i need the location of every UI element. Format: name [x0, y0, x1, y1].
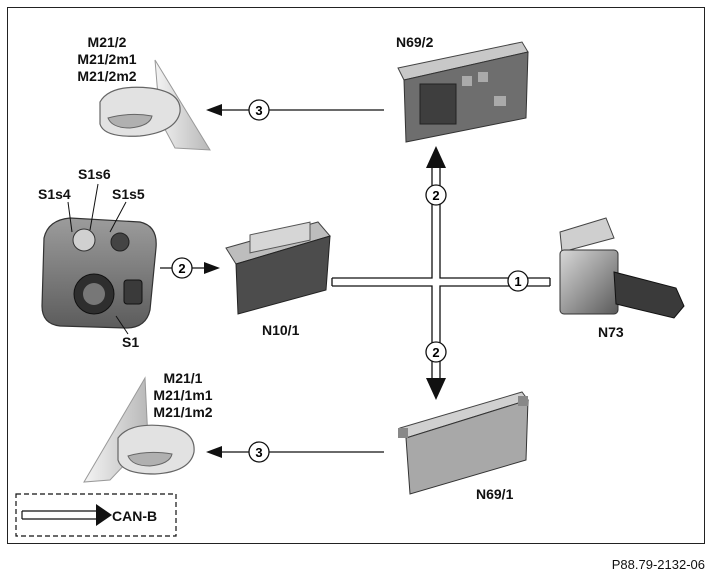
- switch-panel-illustration: [41, 217, 157, 329]
- svg-text:3: 3: [255, 445, 262, 460]
- arrowhead-left-upper: [206, 104, 222, 116]
- connection-marker-ignition: 1: [507, 270, 529, 292]
- mirror-upper-label-1: M21/2: [87, 34, 127, 50]
- door-module-lower-illustration: [398, 391, 529, 495]
- mirror-upper-label-2: M21/2m1: [77, 51, 137, 67]
- svg-text:2: 2: [178, 261, 185, 276]
- connection-marker-mirror-lower: 3: [248, 441, 270, 463]
- mirror-lower-illustration: [83, 376, 195, 483]
- control-module-label: N10/1: [262, 322, 300, 338]
- mirror-lower-labels: M21/1 M21/1m1 M21/1m2: [146, 370, 220, 421]
- switch-s1s4-label: S1s4: [38, 186, 71, 202]
- connection-marker-up: 2: [425, 184, 447, 206]
- legend-label: CAN-B: [112, 508, 158, 524]
- ignition-switch-label: N73: [598, 324, 624, 340]
- control-module-illustration: [225, 221, 331, 315]
- arrowhead-up: [426, 146, 446, 168]
- legend-box: [15, 493, 177, 537]
- switch-leader-lines: [67, 183, 129, 335]
- mirror-lower-label-1: M21/1: [163, 370, 203, 386]
- svg-text:3: 3: [255, 103, 262, 118]
- switch-s1s6-label: S1s6: [78, 166, 111, 182]
- door-module-upper-label: N69/2: [396, 34, 434, 50]
- door-module-upper-illustration: [397, 41, 529, 143]
- svg-text:2: 2: [432, 345, 439, 360]
- mirror-lower-label-3: M21/1m2: [153, 404, 213, 420]
- connection-marker-down: 2: [425, 341, 447, 363]
- switch-panel-label: S1: [122, 334, 140, 350]
- mirror-upper-illustration: [99, 59, 211, 151]
- switch-s1s5-label: S1s5: [112, 186, 145, 202]
- mirror-upper-labels: M21/2 M21/2m1 M21/2m2: [70, 34, 144, 85]
- mirror-upper-label-3: M21/2m2: [77, 68, 137, 84]
- connection-marker-mirror-upper: 3: [248, 99, 270, 121]
- arrowhead-down: [426, 378, 446, 400]
- mirror-lower-label-2: M21/1m1: [153, 387, 213, 403]
- arrowhead-right: [204, 262, 220, 274]
- figure-reference: P88.79-2132-06: [611, 557, 705, 572]
- connection-marker-switch: 2: [171, 257, 193, 279]
- arrowhead-left-lower: [206, 446, 222, 458]
- svg-text:2: 2: [432, 188, 439, 203]
- svg-text:1: 1: [514, 274, 521, 289]
- door-module-lower-label: N69/1: [476, 486, 514, 502]
- ignition-switch-illustration: [559, 217, 685, 319]
